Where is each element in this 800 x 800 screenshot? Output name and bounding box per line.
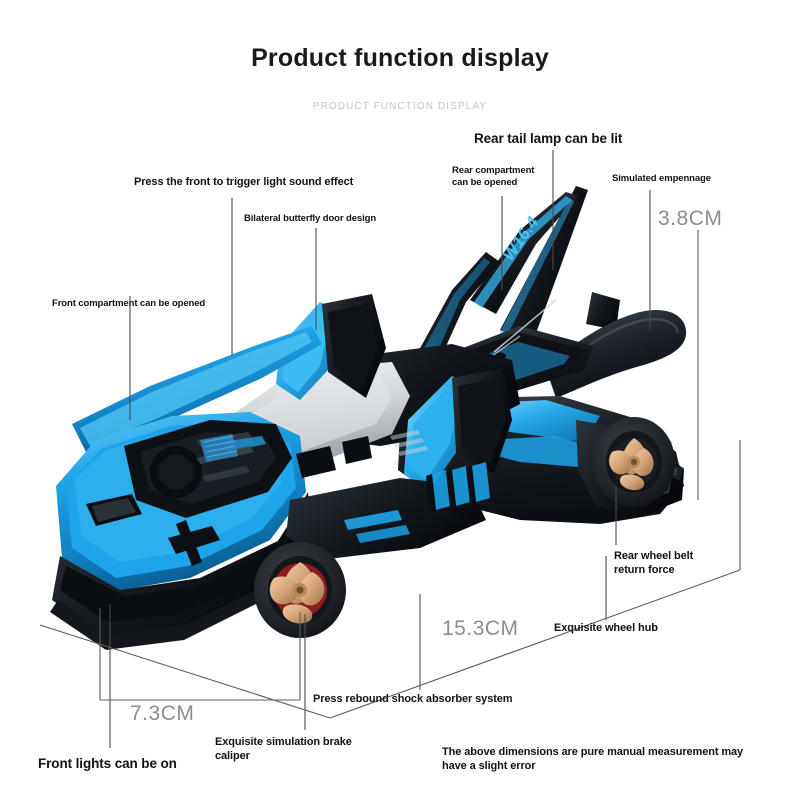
callout-front-lights: Front lights can be on [38,756,177,771]
front-wheel [254,542,346,638]
callout-press-front-light: Press the front to trigger light sound e… [134,176,354,188]
callout-simulated-empennage: Simulated empennage [612,173,711,184]
callout-shock-absorber: Press rebound shock absorber system [313,693,513,705]
callout-butterfly-door: Bilateral butterfly door design [244,213,377,224]
page-title: Product function display [251,44,549,72]
callout-wheel-hub: Exquisite wheel hub [554,622,658,634]
dimension-width: 7.3CM [130,702,195,725]
dimension-length: 15.3CM [442,617,519,640]
callout-rear-wheel-belt: Rear wheel belt return force [614,550,694,577]
rear-wheel [593,417,675,507]
callout-rear-tail-lamp: Rear tail lamp can be lit [474,131,623,146]
callout-brake-caliper: Exquisite simulation brake caliper [215,736,352,763]
dimension-disclaimer: The above dimensions are pure manual mea… [442,746,744,773]
dimension-height: 3.8CM [658,207,723,230]
callout-front-compartment: Front compartment can be opened [52,298,206,309]
callout-rear-compartment: Rear compartment can be opened [452,165,535,189]
page-subtitle: PRODUCT FUNCTION DISPLAY [312,101,488,112]
